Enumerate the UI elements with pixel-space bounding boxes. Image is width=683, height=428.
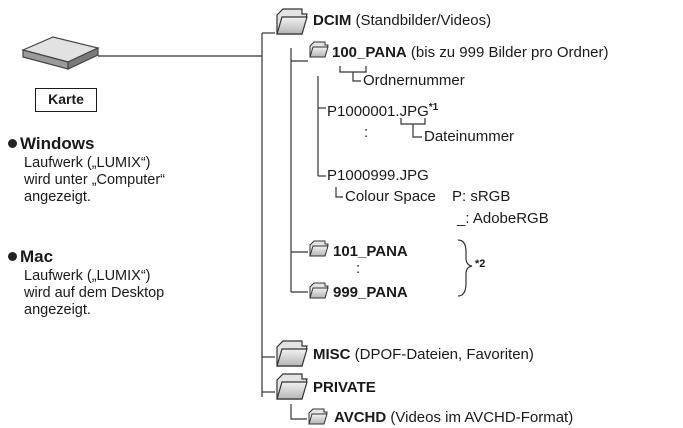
colour-space-label: Colour Space [345,188,436,205]
folder-100pana-icon [309,41,329,58]
windows-line-1: Laufwerk („LUMIX“) [24,155,151,171]
file-last: P1000999.JPG [327,167,429,184]
mac-heading-text: Mac [20,247,54,266]
folder-999pana-icon [309,282,329,299]
colour-space-underscore: _: AdobeRGB [457,210,549,227]
folder-number-label: Ordnernummer [363,72,465,89]
pana100-desc: (bis zu 999 Bilder pro Ordner) [406,44,609,61]
mac-line-3: angezeigt. [24,302,91,318]
dots-2: : [356,260,361,277]
folder-dcim-icon [276,8,308,35]
pana100-label: 100_PANA (bis zu 999 Bilder pro Ordner) [332,44,609,61]
windows-heading-text: Windows [20,134,95,153]
folder-misc-icon [276,340,308,367]
mac-line-2: wird auf dem Desktop [24,285,165,301]
dcim-desc: (Standbilder/Videos) [351,12,492,29]
misc-label: MISC (DPOF-Dateien, Favoriten) [313,346,534,363]
bullet-icon [8,252,17,261]
private-label: PRIVATE [313,379,376,396]
card-label: Karte [35,88,97,112]
file-first: P1000001.JPG*1 [327,99,438,120]
bullet-icon [8,139,17,148]
pana100-name: 100_PANA [332,44,407,61]
colour-space-p: P: sRGB [452,188,511,205]
avchd-label: AVCHD (Videos im AVCHD-Format) [334,409,573,426]
dcim-label: DCIM (Standbilder/Videos) [313,12,491,29]
folder-101pana-icon [309,240,329,257]
folder-avchd-icon [308,408,328,425]
windows-line-2: wird unter „Computer“ [24,172,166,188]
misc-desc: (DPOF-Dateien, Favoriten) [350,346,534,363]
pana101-label: 101_PANA [333,243,408,260]
card-reader-icon [21,36,100,70]
mac-heading: Mac [8,247,53,267]
folder-private-icon [276,373,308,400]
dcim-name: DCIM [313,12,352,29]
file-first-name: P1000001.JPG [327,103,429,120]
avchd-desc: (Videos im AVCHD-Format) [386,409,574,426]
file-number-label: Dateinummer [424,128,515,145]
misc-name: MISC [313,346,351,363]
note2-marker: *2 [475,258,486,270]
dots-1: : [364,124,369,141]
avchd-name: AVCHD [334,409,387,426]
windows-line-3: angezeigt. [24,189,91,205]
mac-line-1: Laufwerk („LUMIX“) [24,268,151,284]
note1-marker: *1 [428,102,439,113]
windows-heading: Windows [8,134,94,154]
pana999-label: 999_PANA [333,284,408,301]
